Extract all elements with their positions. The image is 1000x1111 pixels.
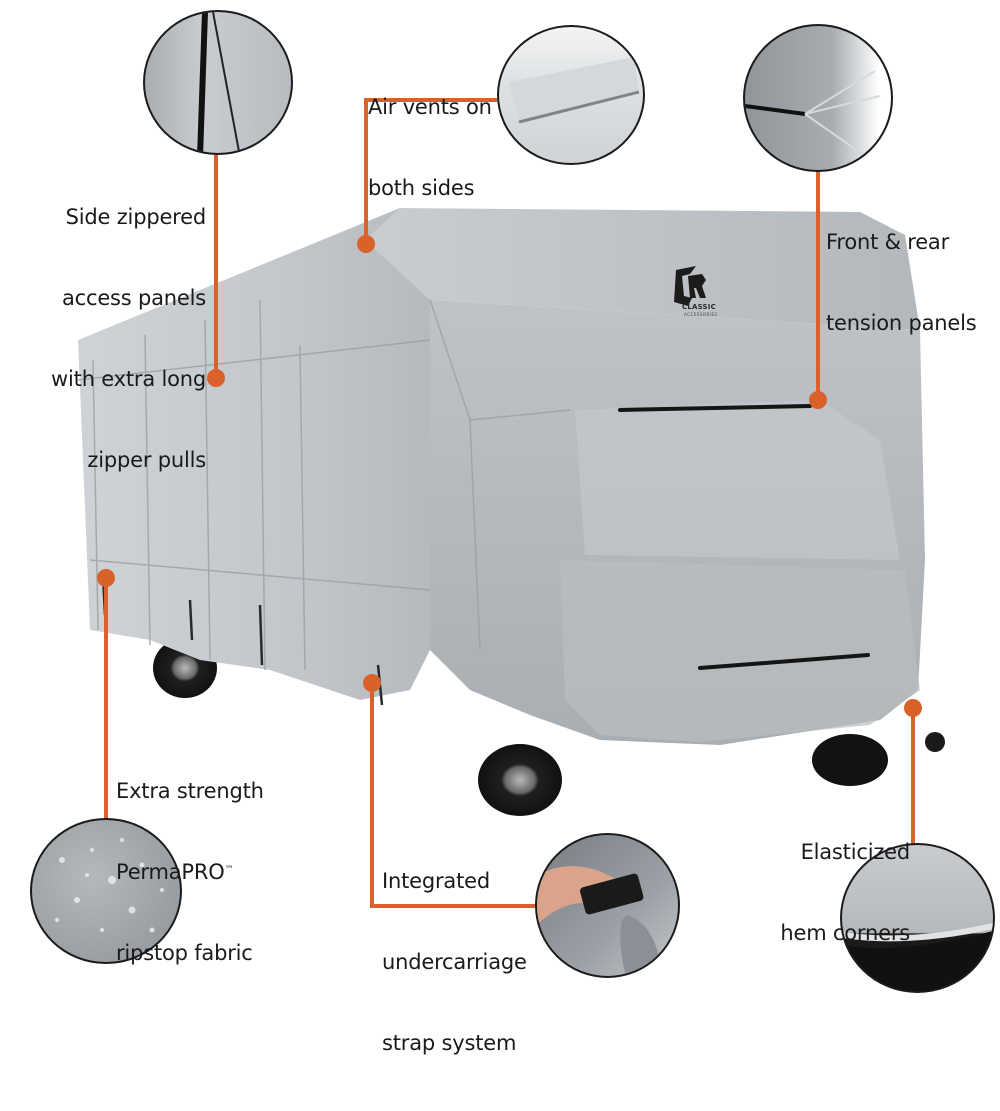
tension-panel-closeup-inset — [743, 24, 893, 172]
callout-ripstop: Extra strength PermaPRO™ ripstop fabric — [116, 779, 264, 965]
brand-sub: ACCESSORIES — [684, 312, 718, 317]
callout-hem-corners: Elasticized hem corners — [780, 840, 910, 945]
callout-dots — [97, 235, 922, 717]
water-droplets-closeup-inset — [30, 818, 182, 964]
callout-air-vents: Air vents on both sides — [368, 95, 492, 200]
product-infographic: CLASSIC ACCESSORIES Side zippered access… — [30, 10, 995, 1055]
callout-side-zippered: Side zippered access panels with extra l… — [51, 205, 206, 472]
callout-tension-panels: Front & rear tension panels — [826, 230, 977, 335]
vent-closeup-inset — [497, 25, 645, 165]
zipper-closeup-inset — [143, 10, 293, 155]
buckle-closeup-inset — [535, 833, 680, 978]
classic-accessories-logo-icon — [674, 266, 706, 306]
hem-corner-closeup-inset — [840, 843, 995, 993]
brand-name: CLASSIC — [682, 303, 716, 311]
callout-strap-system: Integrated undercarriage strap system — [382, 869, 527, 1055]
